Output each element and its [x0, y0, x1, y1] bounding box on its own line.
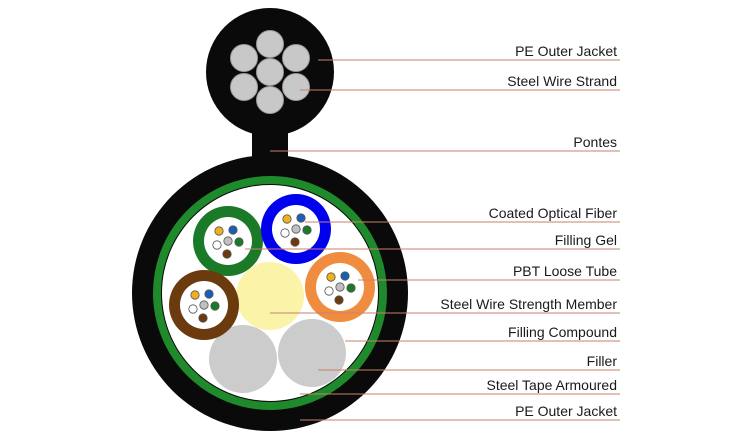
coated-optical-fiber — [190, 290, 200, 300]
strand-wire — [256, 86, 284, 114]
coated-optical-fiber — [324, 286, 334, 296]
callout-label: Pontes — [573, 134, 617, 150]
coated-optical-fiber — [228, 225, 238, 235]
coated-optical-fiber — [188, 304, 198, 314]
coated-optical-fiber — [198, 313, 208, 323]
coated-optical-fiber — [302, 225, 312, 235]
callout-label: Coated Optical Fiber — [489, 205, 618, 221]
coated-optical-fiber — [234, 237, 244, 247]
coated-optical-fiber — [346, 283, 356, 293]
callout-label: PBT Loose Tube — [513, 263, 617, 279]
steel-tape-armour — [153, 176, 387, 410]
strand-wire — [230, 44, 258, 72]
coated-optical-fiber — [290, 237, 300, 247]
strand-wire — [282, 44, 310, 72]
callout-label: Filling Gel — [555, 232, 617, 248]
coated-optical-fiber — [291, 224, 301, 234]
strand-wire — [256, 30, 284, 58]
coated-optical-fiber — [223, 236, 233, 246]
messenger-wire-section — [206, 8, 334, 136]
coated-optical-fiber — [280, 228, 290, 238]
callout-label: Steel Wire Strand — [507, 73, 617, 89]
coated-optical-fiber — [282, 214, 292, 224]
filler-rod — [209, 325, 277, 393]
coated-optical-fiber — [222, 249, 232, 259]
strand-wire — [230, 73, 258, 101]
coated-optical-fiber — [212, 240, 222, 250]
coated-optical-fiber — [204, 289, 214, 299]
callout-label: Steel Tape Armoured — [487, 377, 618, 393]
leader-lines — [245, 59, 620, 421]
callout-label: PE Outer Jacket — [515, 403, 617, 419]
steel-wire-strength-member — [236, 262, 304, 330]
loose-tubes — [169, 194, 375, 340]
callout-label: Filling Compound — [508, 324, 617, 340]
pbt-loose-tube — [261, 194, 331, 264]
coated-optical-fiber — [214, 226, 224, 236]
main-cable-section — [132, 155, 408, 431]
steel-wire-strand — [230, 30, 310, 114]
strand-wire-center — [256, 58, 284, 86]
callout-label: Steel Wire Strength Member — [440, 296, 617, 312]
coated-optical-fiber — [334, 295, 344, 305]
filler-rod — [278, 319, 346, 387]
callout-label: PE Outer Jacket — [515, 43, 617, 59]
coated-optical-fiber — [296, 213, 306, 223]
coated-optical-fiber — [335, 282, 345, 292]
pbt-loose-tube — [193, 206, 263, 276]
coated-optical-fiber — [210, 301, 220, 311]
coated-optical-fiber — [340, 271, 350, 281]
strand-wire — [282, 73, 310, 101]
coated-optical-fiber — [326, 272, 336, 282]
callout-label: Filler — [587, 353, 618, 369]
pbt-loose-tube — [305, 252, 375, 322]
pbt-loose-tube — [169, 270, 239, 340]
coated-optical-fiber — [199, 300, 209, 310]
